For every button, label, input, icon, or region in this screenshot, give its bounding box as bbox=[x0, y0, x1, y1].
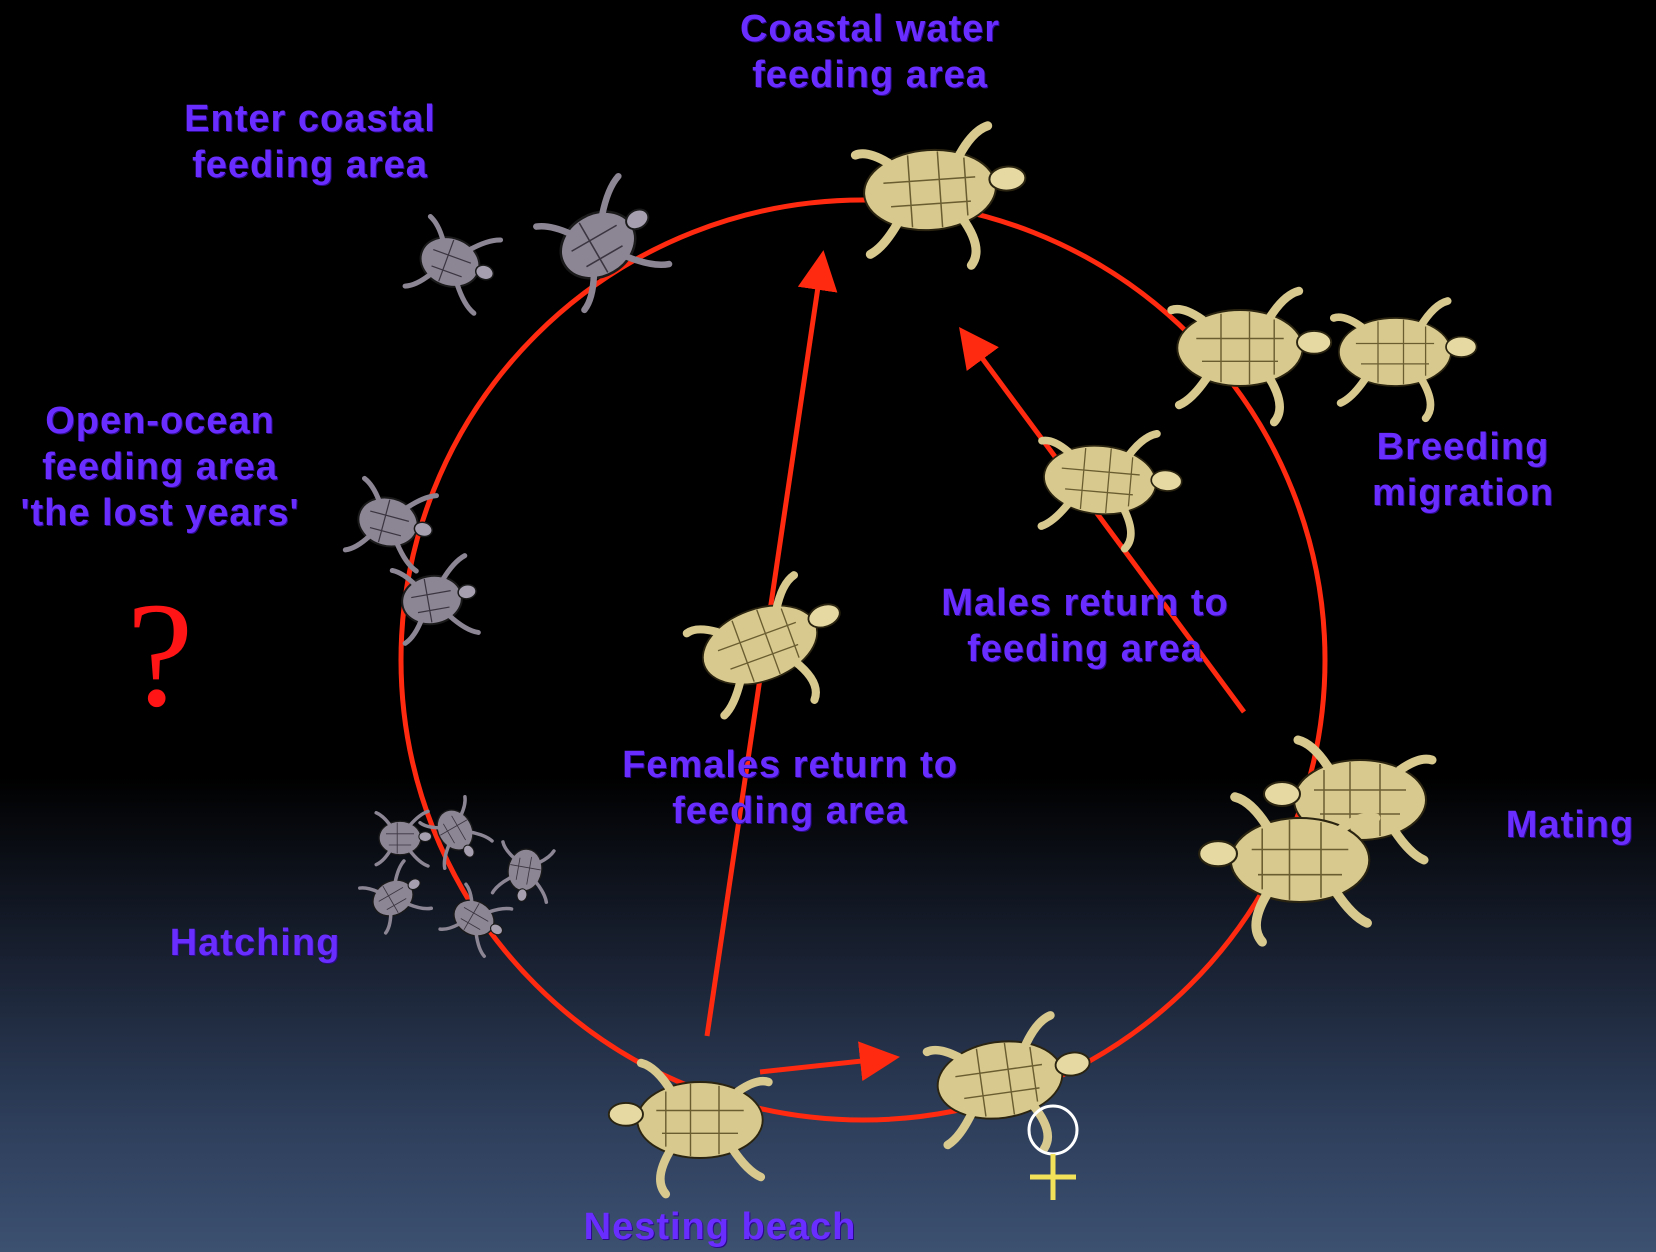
label-breeding-migration: Breeding migration bbox=[1318, 424, 1608, 516]
female-symbol-icon bbox=[1029, 1106, 1077, 1200]
label-line: 'the lost years' bbox=[0, 490, 320, 536]
label-line: migration bbox=[1318, 470, 1608, 516]
label-females-return-to-feeding-area: Females return to feeding area bbox=[605, 742, 975, 834]
label-enter-coastal-feeding-area: Enter coastal feeding area bbox=[160, 96, 460, 188]
label-line: Breeding bbox=[1318, 424, 1608, 470]
juvenile-turtle-ocean-1-icon bbox=[345, 476, 441, 572]
label-line: feeding area bbox=[0, 444, 320, 490]
label-line: Open-ocean bbox=[0, 398, 320, 444]
turtle-breeding-migration-1-icon bbox=[1172, 291, 1332, 422]
hatchling-4-icon bbox=[492, 842, 555, 906]
label-line: Females return to bbox=[605, 742, 975, 788]
juvenile-turtle-coastal-2-icon bbox=[535, 173, 675, 312]
nesting-to-departure-arrow bbox=[760, 1058, 890, 1072]
label-males-return-to-feeding-area: Males return to feeding area bbox=[920, 580, 1250, 672]
turtle-coastal-feeding-icon bbox=[854, 123, 1031, 272]
turtle-nesting-icon bbox=[609, 1063, 769, 1194]
label-nesting-beach: Nesting beach bbox=[560, 1204, 880, 1250]
label-line: feeding area bbox=[710, 52, 1030, 98]
hatchling-1-icon bbox=[376, 811, 431, 866]
turtle-mating-lower-icon bbox=[1199, 797, 1375, 942]
label-line: Coastal water bbox=[710, 6, 1030, 52]
label-open-ocean-feeding-area: Open-ocean feeding area 'the lost years' bbox=[0, 398, 320, 536]
label-hatching: Hatching bbox=[160, 920, 350, 966]
juvenile-turtle-ocean-2-icon bbox=[392, 555, 483, 646]
label-mating: Mating bbox=[1500, 802, 1640, 848]
label-line: feeding area bbox=[160, 142, 460, 188]
turtle-breeding-migration-2-icon bbox=[1334, 301, 1477, 418]
question-mark: ? bbox=[120, 580, 200, 730]
label-coastal-water-feeding-area: Coastal water feeding area bbox=[710, 6, 1030, 98]
label-line: feeding area bbox=[920, 626, 1250, 672]
label-line: Males return to bbox=[920, 580, 1250, 626]
label-line: Enter coastal bbox=[160, 96, 460, 142]
hatchling-3-icon bbox=[359, 859, 434, 934]
juvenile-turtle-coastal-1-icon bbox=[404, 215, 505, 315]
label-line: feeding area bbox=[605, 788, 975, 834]
